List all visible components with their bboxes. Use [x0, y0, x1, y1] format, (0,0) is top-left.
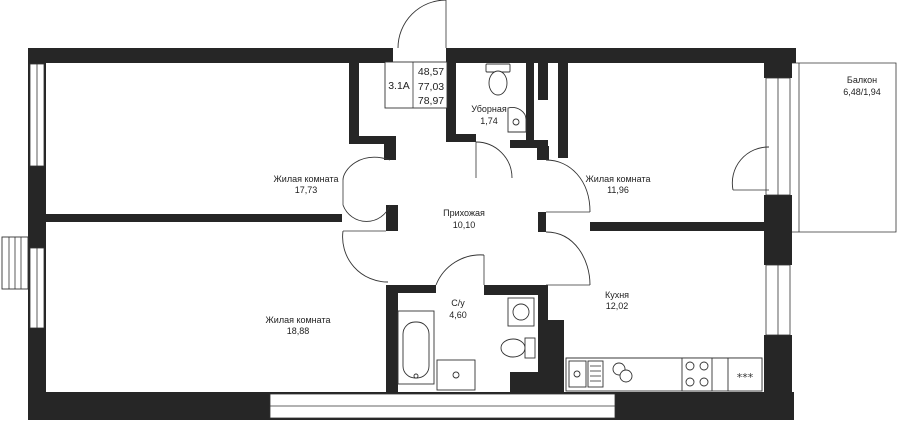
- room-name-wc: Уборная: [471, 104, 507, 114]
- room-name-living1: Жилая комната: [273, 174, 338, 184]
- kitchen-sink-icon: [568, 360, 587, 388]
- interior-walls: [46, 60, 766, 392]
- room-name-bath: С/у: [451, 298, 465, 308]
- stove-icon: [681, 357, 713, 392]
- windows: [29, 63, 791, 419]
- radiator-icon: [1, 236, 29, 290]
- toilet-icon: [500, 337, 536, 359]
- area-living: 48,57: [418, 66, 444, 78]
- door-swing-icon: [545, 231, 591, 286]
- door-swing-icon: [731, 146, 770, 191]
- washing-machine-icon: [507, 297, 535, 327]
- area-summary-box: 3.1А 48,57 77,03 78,97: [384, 61, 448, 109]
- door-swing-icon: [397, 0, 447, 49]
- door-swing-icon: [475, 141, 513, 179]
- door-swing-icon: [545, 159, 591, 213]
- room-name-living3: Жилая комната: [265, 315, 330, 325]
- door-swing-icon: [342, 230, 389, 283]
- room-area-kitchen: 12,02: [606, 301, 629, 311]
- sink-icon: [436, 359, 476, 391]
- cooktop-icon: ***: [727, 357, 763, 392]
- bathtub-icon: [397, 310, 435, 385]
- room-area-balcony: 6,48/1,94: [843, 87, 881, 97]
- room-area-wc: 1,74: [480, 116, 498, 126]
- room-area-bath: 4,60: [449, 310, 467, 320]
- room-name-hall: Прихожая: [443, 208, 485, 218]
- dish-rack-icon: [587, 360, 604, 388]
- balcony: [792, 62, 897, 233]
- area-total-balcony: 78,97: [418, 95, 444, 107]
- apartment-code: 3.1А: [388, 80, 410, 92]
- room-area-hall: 10,10: [453, 220, 476, 230]
- room-name-balcony: Балкон: [847, 75, 877, 85]
- room-labels: Жилая комната 17,73 Уборная 1,74 Жилая к…: [265, 75, 880, 336]
- door-swing-icon: [435, 254, 485, 286]
- room-area-living1: 17,73: [295, 185, 318, 195]
- room-area-living2: 11,96: [607, 185, 629, 195]
- room-name-kitchen: Кухня: [605, 290, 629, 300]
- door-swing-icon: [342, 156, 391, 222]
- toilet-icon: [485, 63, 511, 96]
- sink-icon: [507, 107, 527, 133]
- room-area-living3: 18,88: [287, 326, 310, 336]
- area-total: 77,03: [418, 81, 444, 93]
- room-name-living2: Жилая комната: [585, 174, 650, 184]
- svg-text:***: ***: [737, 371, 754, 384]
- dishwasher-icon: [612, 362, 633, 383]
